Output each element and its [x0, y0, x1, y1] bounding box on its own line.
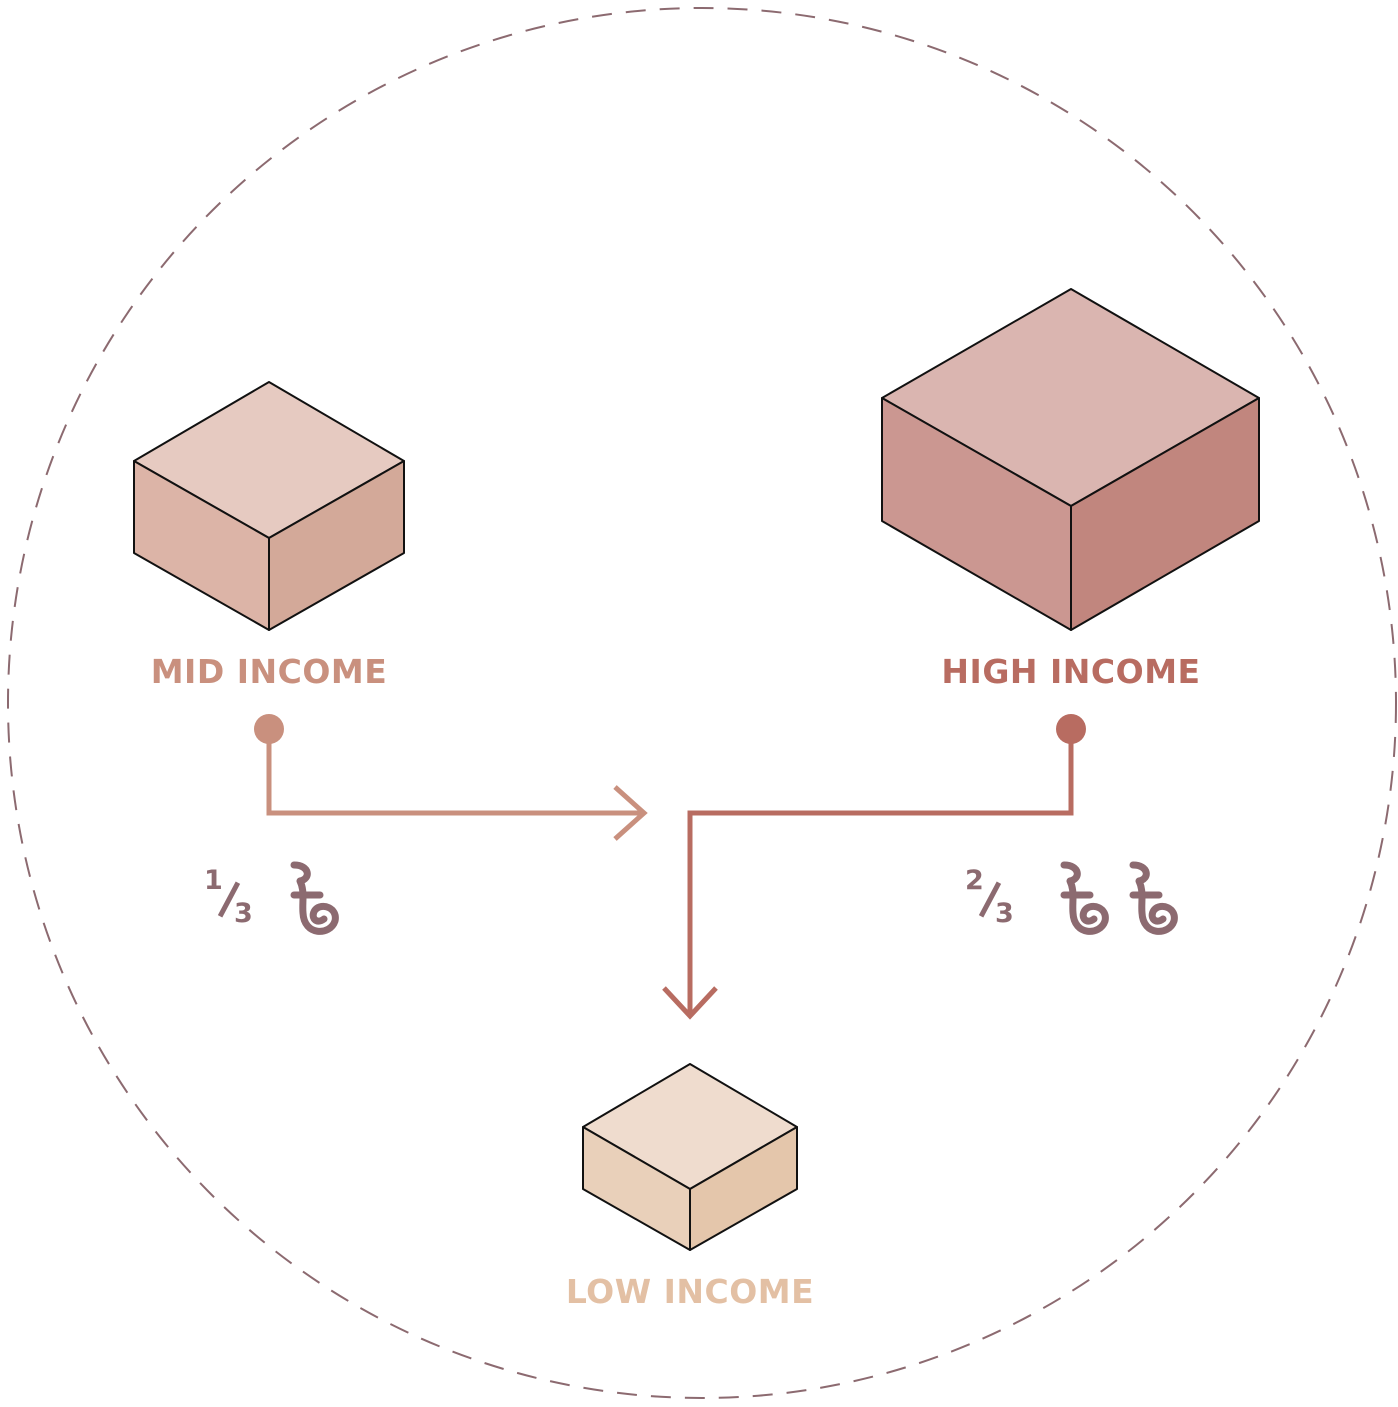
high-income-label: HIGH INCOME	[941, 652, 1201, 691]
mid-box-right-face	[268, 460, 405, 631]
mid-flow-line	[266, 729, 644, 816]
fraction-numerator: 2	[965, 865, 984, 896]
mid-share-fraction: 1 3	[204, 866, 264, 936]
high-box-right-face	[1070, 397, 1260, 631]
taka-currency-icon	[1133, 865, 1174, 931]
high-income-box	[881, 288, 1260, 631]
arrow-head-icon	[613, 785, 648, 841]
low-income-box	[582, 1063, 798, 1251]
taka-currency-icon	[294, 865, 335, 931]
fraction-denominator: 3	[234, 898, 253, 929]
high-flow-arrow	[662, 714, 1086, 1020]
low-income-label: LOW INCOME	[565, 1272, 815, 1311]
taka-currency-icon	[1064, 865, 1105, 931]
fraction-numerator: 1	[204, 865, 223, 896]
arrow-head-icon	[662, 986, 718, 1020]
fraction-denominator: 3	[995, 898, 1014, 929]
boundary-circle	[7, 7, 1397, 1399]
low-box-right-face	[689, 1126, 798, 1251]
mid-flow-arrow	[254, 714, 648, 841]
mid-income-label: MID INCOME	[150, 652, 388, 691]
high-share-fraction: 2 3	[965, 866, 1025, 936]
mid-income-box	[133, 381, 405, 631]
high-flow-line	[687, 729, 1074, 1016]
